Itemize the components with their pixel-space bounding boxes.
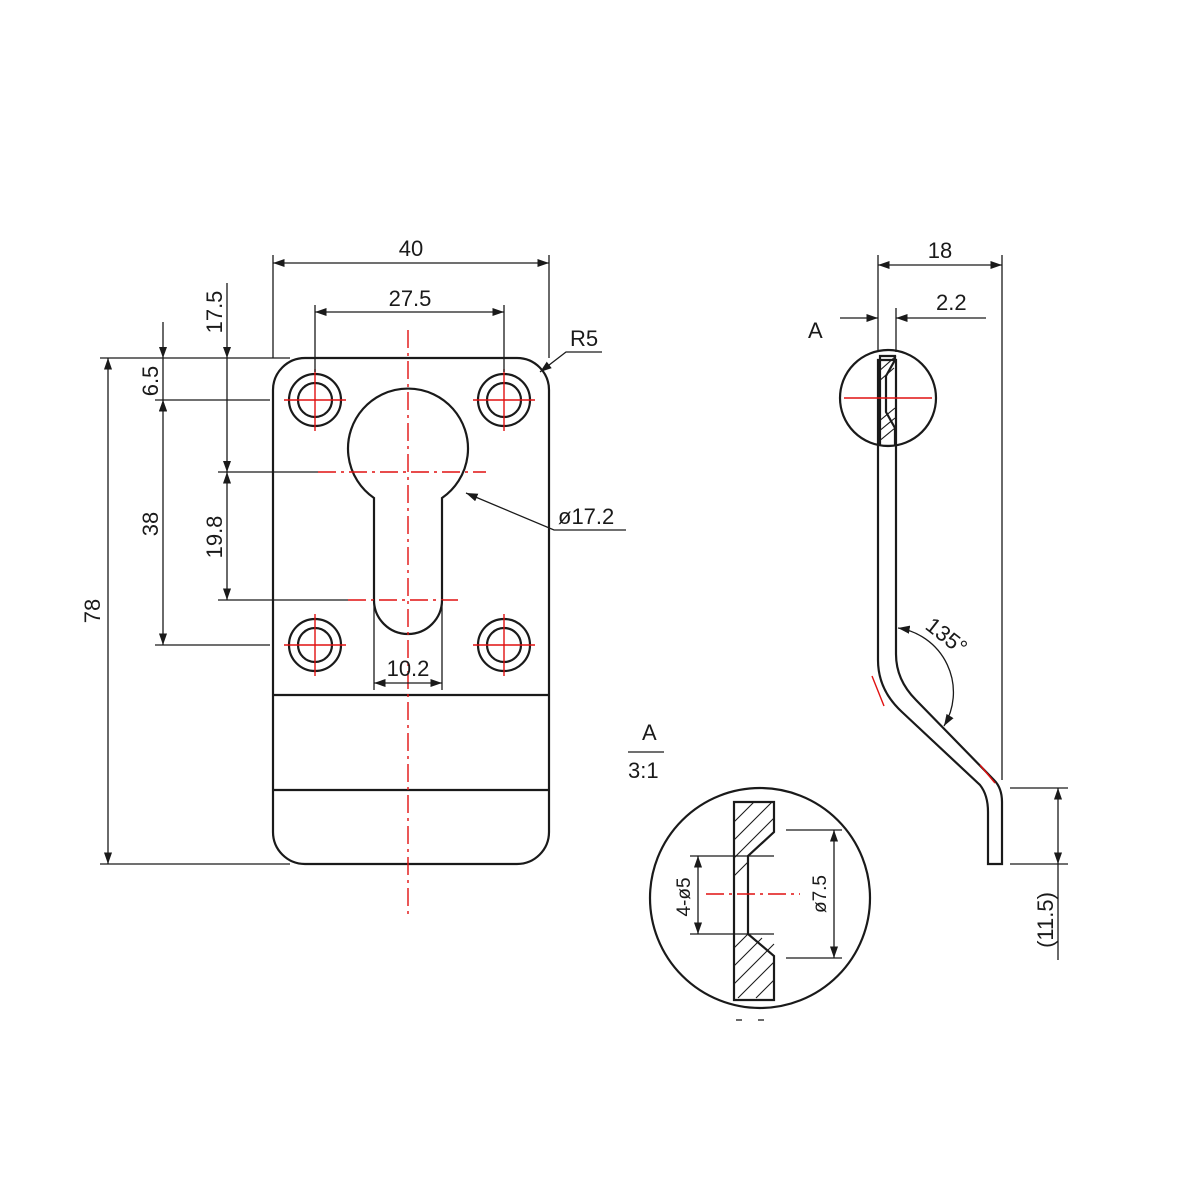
dim-hole-vertical-spacing: 38 xyxy=(138,400,168,645)
dim-hole-offset: 6.5 xyxy=(138,322,167,411)
dim-width: 40 xyxy=(272,236,550,358)
dim-bottom-length-label: (11.5) xyxy=(1033,892,1058,948)
dim-height-label: 78 xyxy=(80,599,105,623)
detail-label: A xyxy=(642,720,657,745)
dim-keyhole-length: 19.8 xyxy=(202,472,232,600)
dim-hole-offset-label: 6.5 xyxy=(138,366,163,397)
screw-hole-top-right xyxy=(473,369,535,431)
dim-hole-spacing-label: 27.5 xyxy=(389,286,432,311)
section-marker-label: A xyxy=(808,318,823,343)
detail-scale: 3:1 xyxy=(628,758,659,783)
bracket-profile xyxy=(876,358,1004,866)
side-view: A 2.2 18 135° (11.5) xyxy=(808,238,1068,960)
dim-bend-angle-label: 135° xyxy=(921,612,972,660)
detail-view: A 3:1 4-ø5 xyxy=(628,720,872,1021)
dim-depth-label: 18 xyxy=(928,238,952,263)
front-view: 40 27.5 R5 78 6.5 xyxy=(80,236,626,918)
dim-countersink-label: ø7.5 xyxy=(810,875,831,913)
dim-thickness-label: 2.2 xyxy=(936,290,967,315)
dim-keyhole-diameter-label: ø17.2 xyxy=(558,504,614,529)
dim-slot-width: 10.2 xyxy=(373,600,443,690)
dim-slot-width-label: 10.2 xyxy=(387,656,430,681)
screw-hole-bottom-right xyxy=(473,614,535,676)
dim-hole-vertical-spacing-label: 38 xyxy=(138,512,163,536)
dim-hole-callout: 4-ø5 xyxy=(674,855,748,935)
dim-width-label: 40 xyxy=(399,236,423,261)
dim-keyhole-length-label: 19.8 xyxy=(202,516,227,559)
dim-bottom-length: (11.5) xyxy=(1010,787,1068,960)
detail-circle xyxy=(648,786,872,1010)
dim-depth: 18 xyxy=(877,238,1003,780)
screw-hole-top-left xyxy=(284,369,346,431)
dim-height: 78 xyxy=(80,358,113,864)
dim-bend-angle: 135° xyxy=(897,612,972,727)
dim-corner-radius-label: R5 xyxy=(570,326,598,351)
screw-hole-bottom-left xyxy=(284,614,346,676)
dim-corner-radius: R5 xyxy=(539,326,602,373)
keyhole-cutout xyxy=(346,387,470,636)
dim-countersink: ø7.5 xyxy=(786,829,842,959)
detail-section xyxy=(732,800,776,1002)
dim-offset-top: 17.5 xyxy=(202,283,231,472)
dim-hole-callout-label: 4-ø5 xyxy=(674,877,695,916)
dim-keyhole-diameter: ø17.2 xyxy=(465,492,626,531)
dim-offset-top-label: 17.5 xyxy=(202,291,227,334)
section-marker: A 2.2 xyxy=(808,290,986,352)
dim-hole-spacing: 27.5 xyxy=(314,286,505,372)
plate-outline xyxy=(271,356,551,866)
